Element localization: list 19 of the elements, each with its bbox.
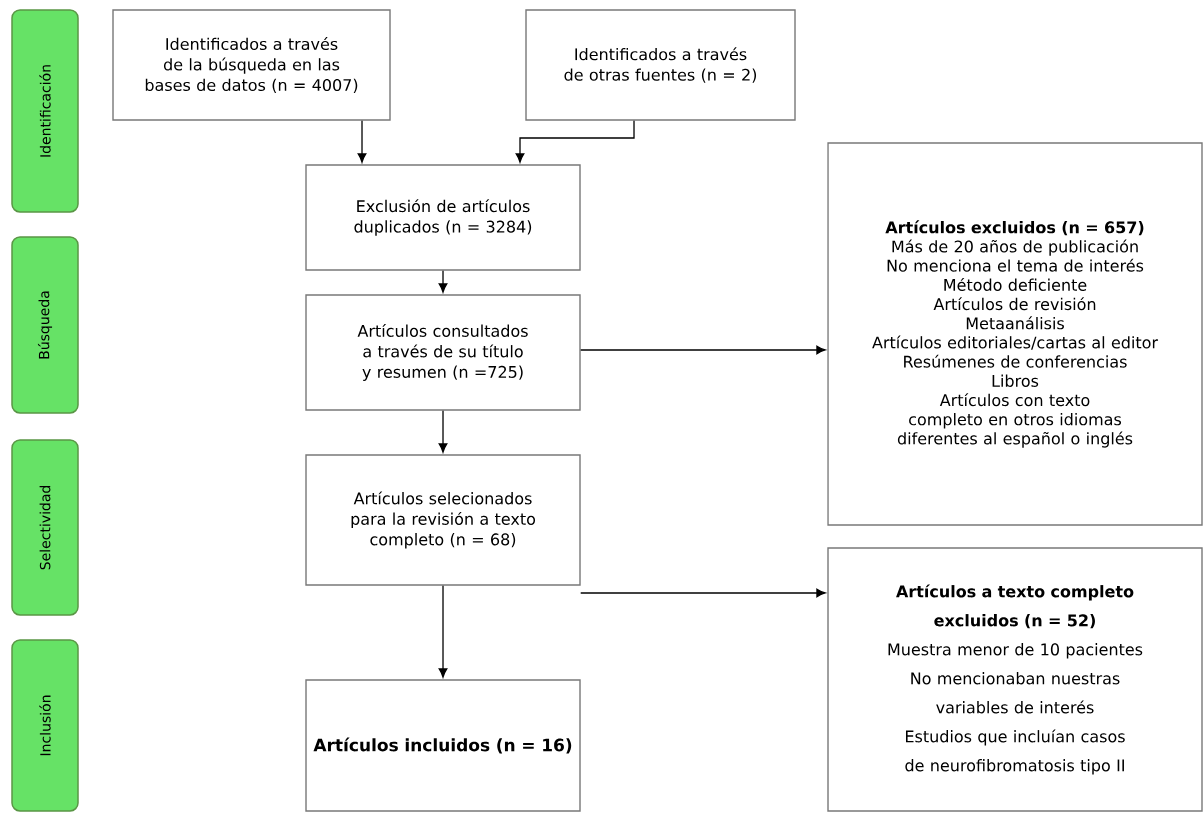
arrow bbox=[438, 410, 448, 453]
arrow bbox=[438, 585, 448, 678]
process-box: Artículos incluidos (n = 16) bbox=[305, 679, 581, 812]
process-box: Identificados a través de otras fuentes (n = 2) bbox=[525, 9, 796, 121]
arrow bbox=[580, 345, 826, 355]
exclusion-box: Artículos excluidos (n = 657) Más de 20 años de publicación No menciona el tema de interés Método deficiente Artículos de revisión Metaanálisis Artículos editoriales/cartas al editor Resúmenes de conferencias Libros Artículos con texto completo en otros idiomas diferentes al español o inglés bbox=[827, 142, 1203, 526]
phase-label: Búsqueda bbox=[11, 236, 79, 414]
arrow bbox=[438, 270, 448, 293]
process-box: Identificados a través de la búsqueda en las bases de datos (n = 4007) bbox=[112, 9, 391, 121]
arrow bbox=[580, 588, 826, 598]
phase-label: Inclusión bbox=[11, 639, 79, 812]
exclusion-box: Artículos a texto completo excluidos (n = 52) Muestra menor de 10 pacientes No mencionaban nuestras variables de interés Estudios que incluían casos de neurofibromatosis tipo II bbox=[827, 547, 1203, 812]
arrow bbox=[515, 120, 635, 163]
arrow bbox=[357, 120, 367, 163]
process-box: Exclusión de artículos duplicados (n = 3284) bbox=[305, 164, 581, 271]
phase-label: Identificación bbox=[11, 9, 79, 213]
process-box: Artículos selecionados para la revisión a texto completo (n = 68) bbox=[305, 454, 581, 586]
process-box: Artículos consultados a través de su título y resumen (n =725) bbox=[305, 294, 581, 411]
phase-label: Selectividad bbox=[11, 439, 79, 616]
